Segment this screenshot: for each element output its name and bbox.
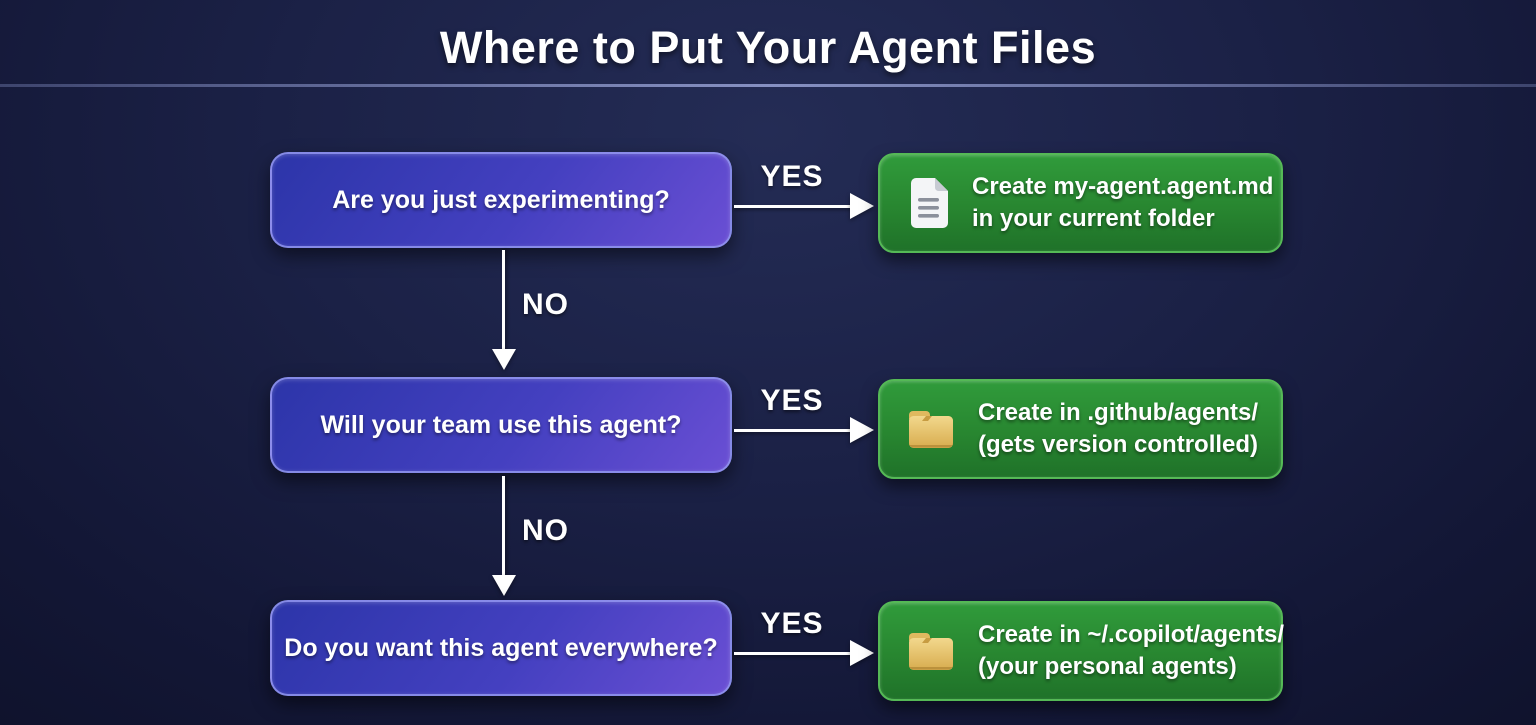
result-box-current-folder: Create my-agent.agent.md in your current…	[878, 153, 1283, 253]
document-icon	[911, 178, 948, 228]
decision-box-everywhere: Do you want this agent everywhere?	[270, 600, 732, 696]
arrow-line	[502, 250, 505, 352]
folder-icon	[909, 633, 953, 670]
result-line1: Create in ~/.copilot/agents/	[978, 621, 1285, 648]
no-label: NO	[522, 514, 569, 547]
yes-connector-3: YES	[734, 605, 874, 666]
decision-text: Are you just experimenting?	[332, 185, 670, 214]
decision-box-team: Will your team use this agent?	[270, 377, 732, 473]
result-box-github-agents: Create in .github/agents/ (gets version …	[878, 379, 1283, 479]
result-box-copilot-agents: Create in ~/.copilot/agents/ (your perso…	[878, 601, 1284, 701]
folder-icon	[909, 411, 953, 448]
arrow-down-icon	[492, 349, 516, 370]
decision-text: Will your team use this agent?	[320, 410, 682, 439]
arrow-right-icon	[850, 417, 874, 443]
decision-text: Do you want this agent everywhere?	[284, 633, 718, 662]
no-connector-2: NO	[492, 476, 582, 596]
arrow-right-icon	[850, 193, 874, 219]
result-line2: in your current folder	[972, 205, 1215, 232]
arrow-line	[734, 652, 854, 655]
arrow-line	[502, 476, 505, 578]
arrow-line	[734, 205, 854, 208]
result-line1: Create my-agent.agent.md	[972, 173, 1274, 200]
arrow-line	[734, 429, 854, 432]
yes-label: YES	[760, 607, 824, 640]
no-connector-1: NO	[492, 250, 582, 370]
result-line1: Create in .github/agents/	[978, 399, 1259, 426]
yes-connector-1: YES	[734, 158, 874, 219]
result-text: Create in ~/.copilot/agents/ (your perso…	[978, 619, 1284, 683]
no-label: NO	[522, 288, 569, 321]
result-line2: (gets version controlled)	[978, 431, 1259, 458]
yes-connector-2: YES	[734, 382, 874, 443]
page-title: Where to Put Your Agent Files	[439, 22, 1097, 73]
yes-label: YES	[760, 384, 824, 417]
result-line2: (your personal agents)	[978, 653, 1237, 680]
result-text: Create my-agent.agent.md in your current…	[972, 171, 1273, 235]
arrow-right-icon	[850, 640, 874, 666]
yes-label: YES	[760, 160, 824, 193]
result-text: Create in .github/agents/ (gets version …	[978, 397, 1258, 461]
title-divider	[0, 84, 1536, 87]
decision-box-experimenting: Are you just experimenting?	[270, 152, 732, 248]
arrow-down-icon	[492, 575, 516, 596]
